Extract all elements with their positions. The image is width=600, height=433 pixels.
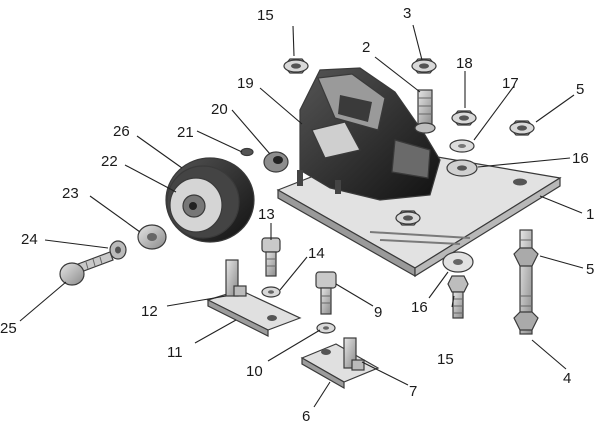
bolt-15-bottom <box>447 275 469 319</box>
label-24: 24 <box>21 231 38 248</box>
callout-labels: 1 2 3 4 5 5 6 7 9 10 11 12 13 14 15 15 1… <box>0 5 594 425</box>
washer-17 <box>449 139 475 153</box>
label-10: 10 <box>246 363 263 380</box>
washer-14 <box>261 286 281 298</box>
nut-15-top <box>283 58 309 74</box>
label-15a: 15 <box>257 7 274 24</box>
bracket-6 <box>300 343 380 390</box>
label-17: 17 <box>502 75 519 92</box>
nut-18 <box>451 110 477 126</box>
leader-lines <box>19 24 584 408</box>
pulley <box>165 157 255 243</box>
bolt-25 <box>59 251 114 286</box>
label-2: 2 <box>362 39 370 56</box>
nut-5-top <box>509 120 535 136</box>
nut-base <box>395 210 421 226</box>
label-4: 4 <box>563 370 571 387</box>
label-13: 13 <box>258 206 275 223</box>
bracket-11 <box>206 289 302 337</box>
label-1: 1 <box>586 206 594 223</box>
label-3: 3 <box>403 5 411 22</box>
compressor-body <box>297 67 441 201</box>
stud-2 <box>414 89 436 134</box>
label-7: 7 <box>409 383 417 400</box>
spacer-20 <box>263 151 289 173</box>
bolt-9 <box>315 271 337 315</box>
label-16b: 16 <box>411 299 428 316</box>
label-22: 22 <box>101 153 118 170</box>
label-9: 9 <box>374 304 382 321</box>
key-21 <box>240 147 254 157</box>
label-14: 14 <box>308 245 325 262</box>
label-15b: 15 <box>437 351 454 368</box>
clip-12 <box>225 259 247 297</box>
washer-10 <box>316 322 336 334</box>
washer-16-bottom <box>442 251 474 273</box>
clip-7 <box>343 337 365 371</box>
label-16a: 16 <box>572 150 589 167</box>
label-5b: 5 <box>586 261 594 278</box>
label-6: 6 <box>302 408 310 425</box>
label-20: 20 <box>211 101 228 118</box>
label-5a: 5 <box>576 81 584 98</box>
label-25: 25 <box>0 320 17 337</box>
label-11: 11 <box>167 344 183 361</box>
label-12: 12 <box>141 303 158 320</box>
washer-16-top <box>446 159 478 177</box>
bolt-13 <box>261 237 281 277</box>
washer-23 <box>137 224 167 250</box>
nut-3 <box>411 58 437 74</box>
label-21: 21 <box>177 124 194 141</box>
label-23: 23 <box>62 185 79 202</box>
label-19: 19 <box>237 75 254 92</box>
washer-24 <box>109 240 127 260</box>
label-18: 18 <box>456 55 473 72</box>
stud-4 <box>513 229 539 335</box>
label-26: 26 <box>113 123 130 140</box>
